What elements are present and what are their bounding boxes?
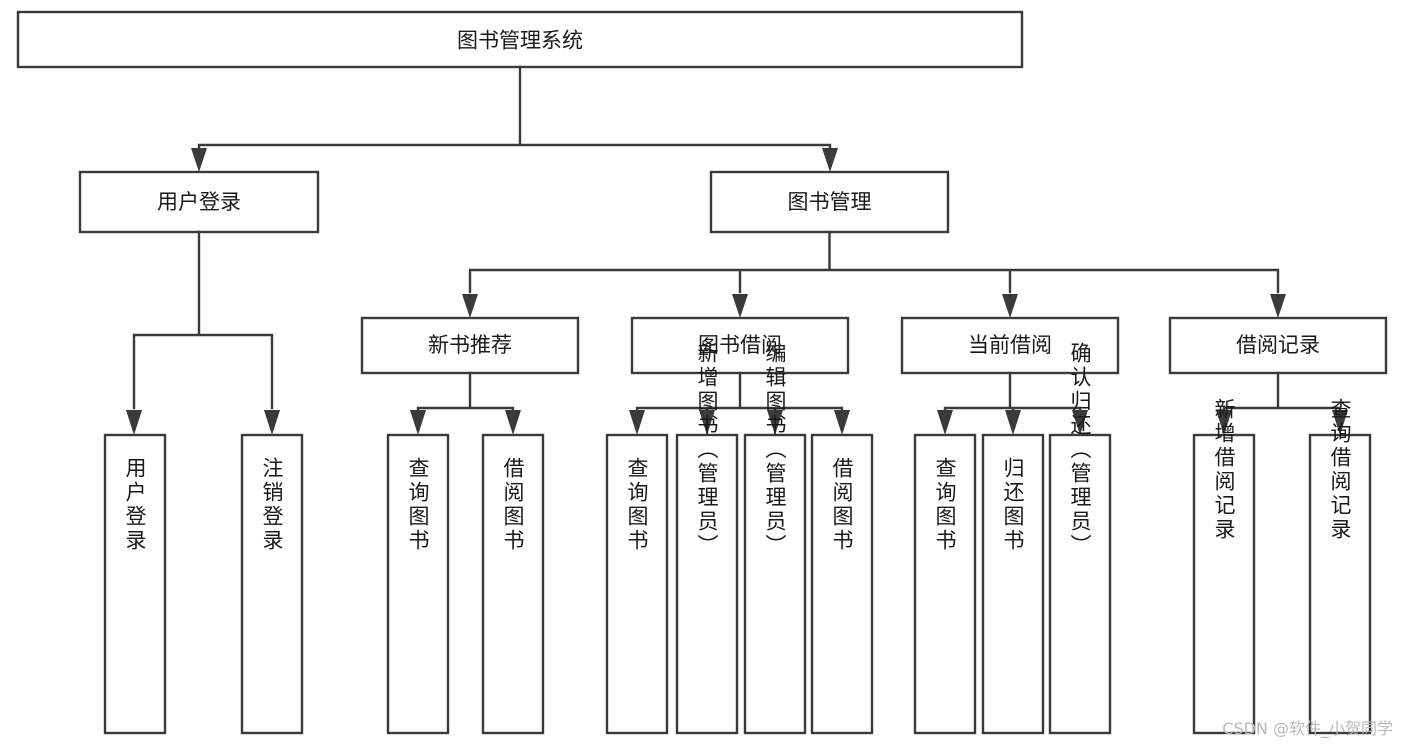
connector-user-login-to-leaves	[126, 230, 280, 435]
arrow-head-icon	[937, 410, 953, 435]
node-book-management[interactable]: 图书管理	[709, 170, 950, 234]
arrow-head-icon	[505, 410, 521, 435]
leaf-current-borrow-2[interactable]: 归还图书	[981, 433, 1045, 735]
root-label: 图书管理系统	[457, 29, 583, 53]
leaf-box	[810, 433, 874, 735]
leaf-box	[913, 433, 977, 735]
leaf-box	[605, 433, 669, 735]
arrow-head-icon	[767, 410, 783, 435]
leaf-book-borrow-2[interactable]: 新增图书（管理员）	[675, 342, 739, 735]
arrow-head-icon	[1270, 294, 1286, 318]
arrow-head-icon	[1216, 410, 1232, 435]
leaf-box	[386, 433, 450, 735]
leaf-label: 归还图书	[1001, 457, 1025, 553]
book-management-label: 图书管理	[788, 190, 872, 214]
connector-current-borrow-to-leaves	[937, 371, 1088, 435]
leaf-label: 新增借阅记录	[1212, 398, 1236, 542]
arrow-head-icon	[191, 148, 207, 172]
user-login-box	[78, 170, 320, 234]
leaf-box	[1308, 433, 1372, 735]
leaf-box	[1048, 433, 1112, 735]
leaf-box	[981, 433, 1045, 735]
borrow-record-box	[1168, 316, 1388, 375]
node-root[interactable]: 图书管理系统	[16, 10, 1024, 69]
connector-new-book-recommend-to-leaves	[410, 371, 521, 435]
connector-borrow-record-to-leaves	[1216, 371, 1348, 435]
leaf-book-borrow-1[interactable]: 查询图书	[605, 433, 669, 735]
arrow-head-icon	[1002, 294, 1018, 318]
arrow-head-icon	[126, 410, 142, 435]
leaf-user-login-1[interactable]: 用户登录	[103, 433, 167, 735]
leaf-book-borrow-3[interactable]: 编辑图书（管理员）	[743, 342, 807, 735]
leaf-label: 新增图书（管理员）	[695, 342, 719, 558]
current-borrow-label: 当前借阅	[968, 333, 1052, 357]
leaf-new-book-recommend-2[interactable]: 借阅图书	[481, 433, 545, 735]
leaf-label: 用户登录	[123, 457, 147, 553]
leaf-label: 查询借阅记录	[1328, 398, 1352, 542]
leaf-new-book-recommend-1[interactable]: 查询图书	[386, 433, 450, 735]
arrow-head-icon	[410, 410, 426, 435]
root-box	[16, 10, 1024, 69]
leaf-box	[1192, 433, 1256, 735]
leaf-current-borrow-1[interactable]: 查询图书	[913, 433, 977, 735]
leaf-label: 借阅图书	[830, 457, 854, 553]
node-book-borrow[interactable]: 图书借阅	[630, 316, 850, 375]
node-borrow-record[interactable]: 借阅记录	[1168, 316, 1388, 375]
arrow-head-icon	[1072, 410, 1088, 435]
arrow-head-icon	[629, 410, 645, 435]
connector-book-management-to-level3	[462, 230, 1286, 318]
leaf-book-borrow-4[interactable]: 借阅图书	[810, 433, 874, 735]
user-login-label: 用户登录	[157, 190, 241, 214]
leaf-label: 查询图书	[933, 457, 957, 553]
connector-book-borrow-to-leaves	[629, 371, 850, 435]
arrow-head-icon	[822, 148, 838, 172]
leaf-current-borrow-3[interactable]: 确认归还（管理员）	[1048, 342, 1112, 735]
new-book-recommend-box	[360, 316, 580, 375]
leaf-box	[743, 433, 807, 735]
leaf-box	[675, 433, 739, 735]
leaf-label: 确认归还（管理员）	[1068, 342, 1092, 558]
leaf-label: 注销登录	[260, 457, 284, 553]
arrow-head-icon	[699, 410, 715, 435]
leaf-box	[103, 433, 167, 735]
arrow-head-icon	[1332, 410, 1348, 435]
leaf-label: 查询图书	[625, 457, 649, 553]
new-book-recommend-label: 新书推荐	[428, 333, 512, 357]
node-new-book-recommend[interactable]: 新书推荐	[360, 316, 580, 375]
leaf-label: 查询图书	[406, 457, 430, 553]
leaf-box	[240, 433, 304, 735]
node-user-login[interactable]: 用户登录	[78, 170, 320, 234]
leaf-borrow-record-1[interactable]: 新增借阅记录	[1192, 398, 1256, 735]
book-borrow-label: 图书借阅	[698, 333, 782, 357]
arrow-head-icon	[834, 410, 850, 435]
arrow-head-icon	[1005, 410, 1021, 435]
leaf-box	[481, 433, 545, 735]
arrow-head-icon	[264, 410, 280, 435]
arrow-head-icon	[732, 294, 748, 318]
leaf-label: 借阅图书	[501, 457, 525, 553]
leaf-label: 编辑图书（管理员）	[763, 342, 787, 558]
borrow-record-label: 借阅记录	[1236, 333, 1320, 357]
leaf-user-login-2[interactable]: 注销登录	[240, 433, 304, 735]
leaf-borrow-record-2[interactable]: 查询借阅记录	[1308, 398, 1372, 735]
arrow-head-icon	[462, 294, 478, 318]
connector-root-to-level2	[191, 65, 838, 172]
